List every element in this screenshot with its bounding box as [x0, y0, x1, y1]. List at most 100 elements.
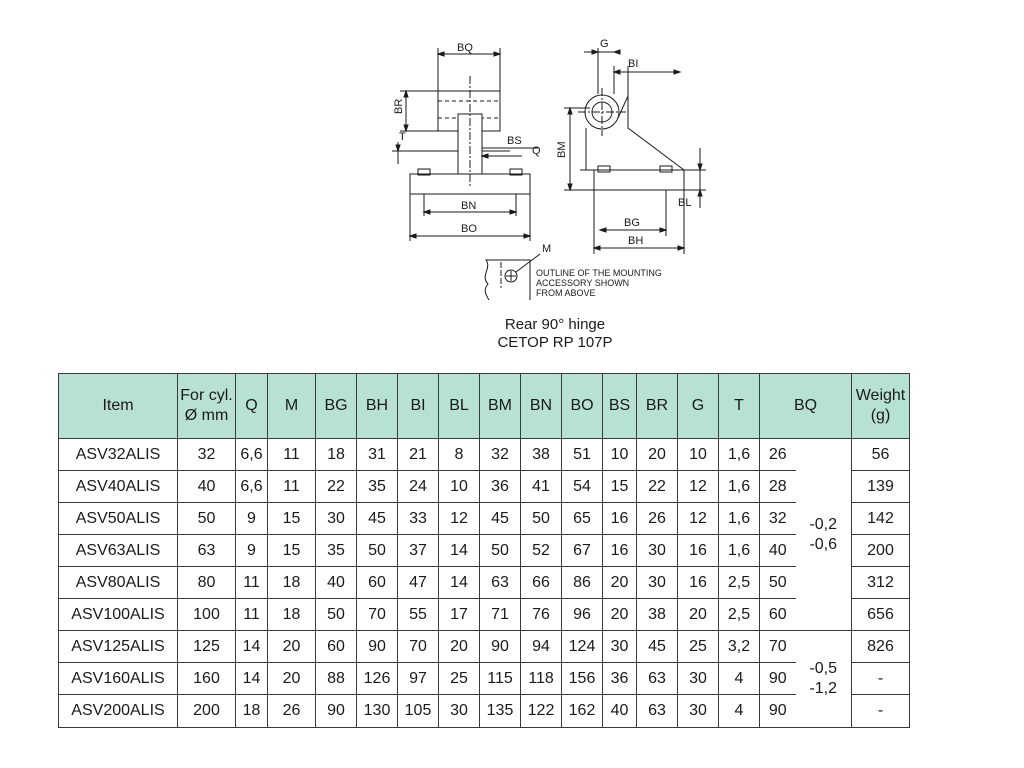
cell-bm: 32	[479, 438, 521, 471]
drawing-caption: Rear 90° hinge CETOP RP 107P	[440, 316, 670, 352]
cell-t: 1,6	[718, 534, 760, 567]
header-q: Q	[235, 373, 268, 439]
cell-bq: 40	[759, 534, 796, 567]
cell-bg: 30	[315, 502, 357, 535]
hinge-drawing: BQ BR T BS Q BN BO G BI BM BL BG BH M OU…	[392, 38, 706, 300]
cell-bm: 50	[479, 534, 521, 567]
cell-bn: 122	[520, 694, 562, 728]
cell-bg: 50	[315, 598, 357, 631]
cell-t: 2,5	[718, 598, 760, 631]
cell-bs: 30	[602, 630, 637, 663]
note-line-3: FROM ABOVE	[536, 288, 596, 298]
cell-bs: 15	[602, 470, 637, 503]
cell-item: ASV40ALIS	[58, 470, 178, 503]
cell-m: 11	[267, 470, 316, 503]
cell-bm: 90	[479, 630, 521, 663]
cell-bh: 126	[356, 662, 398, 695]
cell-item: ASV32ALIS	[58, 438, 178, 471]
cell-bo: 162	[561, 694, 603, 728]
label-bq: BQ	[457, 42, 473, 54]
cell-q: 11	[235, 598, 268, 631]
cell-t: 1,6	[718, 502, 760, 535]
cell-bm: 115	[479, 662, 521, 695]
cell-bn: 118	[520, 662, 562, 695]
cell-bq: 28	[759, 470, 796, 503]
cell-bq: 90	[759, 694, 796, 728]
caption-standard: CETOP RP 107P	[497, 334, 613, 351]
cell-cyl: 40	[177, 470, 236, 503]
cell-bo: 65	[561, 502, 603, 535]
label-g: G	[600, 38, 609, 50]
cell-item: ASV80ALIS	[58, 566, 178, 599]
cell-bh: 50	[356, 534, 398, 567]
cell-q: 18	[235, 694, 268, 728]
cell-bi: 47	[397, 566, 439, 599]
cell-bh: 45	[356, 502, 398, 535]
label-bh: BH	[628, 235, 643, 247]
cell-weight: -	[851, 662, 910, 695]
label-bo: BO	[461, 223, 477, 235]
cell-cyl: 200	[177, 694, 236, 728]
cell-m: 15	[267, 534, 316, 567]
label-q: Q	[532, 145, 541, 157]
cell-bq: 60	[759, 598, 796, 631]
cell-br: 38	[636, 598, 678, 631]
cell-q: 9	[235, 502, 268, 535]
technical-drawing: BQ BR T BS Q BN BO G BI BM BL BG BH M OU…	[380, 36, 710, 300]
header-g: G	[677, 373, 719, 439]
cell-item: ASV100ALIS	[58, 598, 178, 631]
cell-bg: 18	[315, 438, 357, 471]
cell-bg: 35	[315, 534, 357, 567]
label-m: M	[542, 243, 551, 255]
cell-bn: 76	[520, 598, 562, 631]
cell-cyl: 160	[177, 662, 236, 695]
cell-weight: 200	[851, 534, 910, 567]
cell-cyl: 80	[177, 566, 236, 599]
cell-bn: 38	[520, 438, 562, 471]
cell-weight: -	[851, 694, 910, 728]
cell-t: 4	[718, 662, 760, 695]
cell-g: 30	[677, 662, 719, 695]
cell-bi: 105	[397, 694, 439, 728]
cell-item: ASV160ALIS	[58, 662, 178, 695]
cell-bn: 50	[520, 502, 562, 535]
cell-bg: 90	[315, 694, 357, 728]
cell-q: 11	[235, 566, 268, 599]
header-bm: BM	[479, 373, 521, 439]
cell-bl: 20	[438, 630, 480, 663]
cell-bl: 14	[438, 534, 480, 567]
cell-bl: 12	[438, 502, 480, 535]
note-line-1: OUTLINE OF THE MOUNTING	[536, 268, 662, 278]
cell-bq: 70	[759, 630, 796, 663]
cell-item: ASV50ALIS	[58, 502, 178, 535]
tolerance-upper: -0,2	[809, 515, 838, 533]
cell-weight: 139	[851, 470, 910, 503]
cell-bi: 55	[397, 598, 439, 631]
label-br: BR	[393, 99, 405, 114]
cell-bi: 21	[397, 438, 439, 471]
tolerance-upper: -0,5	[809, 660, 838, 677]
cell-bg: 22	[315, 470, 357, 503]
header-br: BR	[636, 373, 678, 439]
cell-q: 6,6	[235, 470, 268, 503]
header-bl: BL	[438, 373, 480, 439]
cell-weight: 312	[851, 566, 910, 599]
cell-m: 11	[267, 438, 316, 471]
header-bq: BQ	[759, 373, 852, 439]
cell-m: 18	[267, 566, 316, 599]
cell-m: 18	[267, 598, 316, 631]
cell-g: 10	[677, 438, 719, 471]
cell-cyl: 50	[177, 502, 236, 535]
cell-bq: 32	[759, 502, 796, 535]
cell-bg: 60	[315, 630, 357, 663]
cell-bl: 14	[438, 566, 480, 599]
cell-bs: 16	[602, 534, 637, 567]
header-bo: BO	[561, 373, 603, 439]
cell-br: 63	[636, 694, 678, 728]
caption-title: Rear 90° hinge	[504, 316, 606, 333]
